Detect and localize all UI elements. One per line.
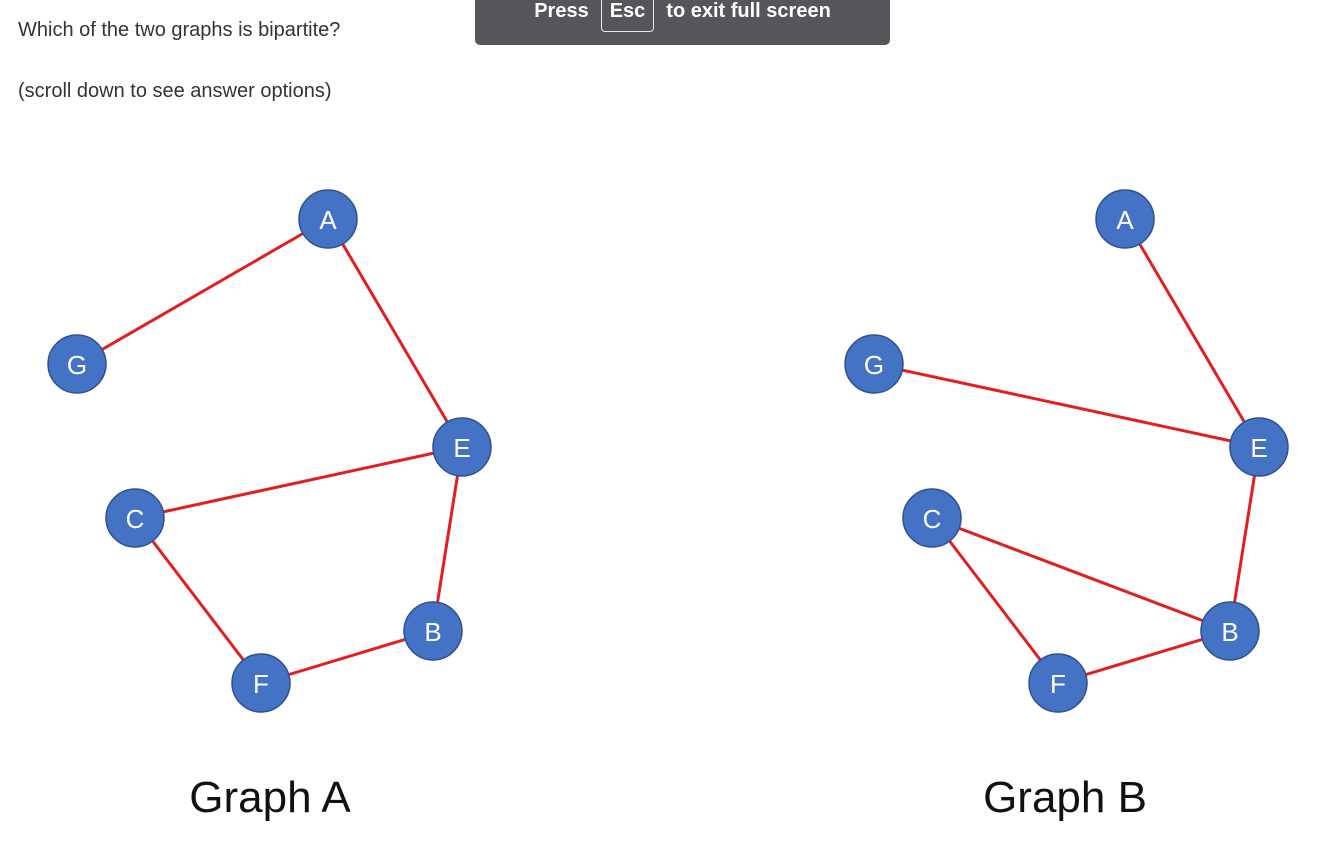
graph-a-edge-c-f	[133, 517, 263, 684]
fullscreen-banner: Press Esc to exit full screen	[475, 0, 890, 45]
graph-b-node-label-e: E	[1250, 433, 1267, 463]
scroll-hint: (scroll down to see answer options)	[18, 80, 332, 102]
graph-b-edge-f-b	[1057, 629, 1231, 685]
graph-a-node-b	[403, 601, 463, 661]
graph-b-edge-e-b	[1228, 446, 1261, 632]
graph-a-node-label-a: A	[319, 205, 337, 235]
graph-a-title: Graph A	[189, 773, 351, 822]
banner-suffix-label: to exit full screen	[666, 0, 831, 22]
banner-press-label: Press	[534, 0, 589, 22]
graph-a-edge-e-b	[431, 446, 464, 632]
graph-b-node-b	[1200, 601, 1260, 661]
graph-a-edge-f-b	[260, 629, 434, 685]
graph-b-node-c	[902, 488, 962, 548]
graph-b-node-label-c: C	[923, 504, 942, 534]
graph-b-node-e	[1229, 417, 1289, 477]
graph-a-node-g	[47, 334, 107, 394]
graph-a-node-label-f: F	[253, 669, 269, 699]
graph-a-node-a	[298, 189, 358, 249]
graph-b: A G E C B F	[844, 189, 1289, 713]
graph-b-title: Graph B	[983, 773, 1147, 822]
graph-b-node-label-g: G	[864, 350, 884, 380]
graph-a-edge-e-c	[134, 445, 463, 520]
graph-a: A G E C B F	[47, 189, 492, 713]
esc-key-badge: Esc	[600, 0, 655, 32]
graph-a-node-c	[105, 488, 165, 548]
graph-a-node-label-e: E	[453, 433, 470, 463]
graph-a-node-label-c: C	[126, 504, 145, 534]
graph-a-edge-a-g	[76, 217, 329, 366]
graph-a-edge-a-e	[326, 218, 464, 448]
graph-b-node-label-a: A	[1116, 205, 1134, 235]
graph-b-edge-c-b	[931, 516, 1231, 633]
graph-b-node-a	[1095, 189, 1155, 249]
graph-a-node-label-g: G	[67, 350, 87, 380]
graph-b-node-g	[844, 334, 904, 394]
graph-b-edge-g-e	[873, 362, 1260, 449]
graph-b-node-label-f: F	[1050, 669, 1066, 699]
graph-b-node-f	[1028, 653, 1088, 713]
graph-a-node-e	[432, 417, 492, 477]
graph-a-node-f	[231, 653, 291, 713]
graph-b-node-label-b: B	[1221, 617, 1238, 647]
question-text: Which of the two graphs is bipartite?	[18, 19, 341, 41]
graph-a-node-label-b: B	[424, 617, 441, 647]
graph-b-edge-a-e	[1123, 218, 1261, 448]
graph-b-edge-c-f	[930, 517, 1060, 684]
